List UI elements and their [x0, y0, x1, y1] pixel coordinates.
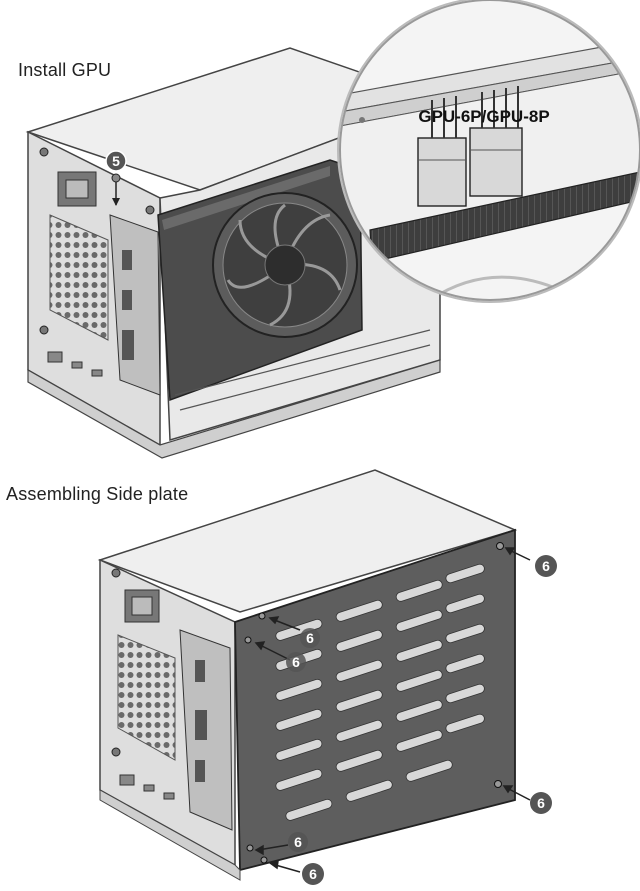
install-gpu-heading: Install GPU	[18, 60, 112, 80]
side-plate	[234, 528, 516, 872]
callout-6-top-right: 6	[535, 555, 557, 577]
gpu-fan	[212, 192, 358, 338]
callout-6-lower-left-b: 6	[302, 863, 324, 885]
svg-text:6: 6	[309, 866, 317, 882]
svg-text:6: 6	[542, 558, 550, 574]
callout-6-lower-left-a: 6	[288, 832, 308, 852]
callout-6-upper-left-b: 6	[286, 652, 306, 672]
callout-5: 5	[105, 150, 127, 172]
svg-text:6: 6	[537, 795, 545, 811]
callout-6-upper-left-a: 6	[300, 628, 320, 648]
power-connector	[417, 86, 523, 207]
assembling-side-plate-heading: Assembling Side plate	[6, 484, 189, 504]
svg-text:6: 6	[292, 654, 300, 670]
connector-label: GPU-6P/GPU-8P	[418, 107, 549, 126]
svg-text:6: 6	[306, 630, 314, 646]
svg-text:5: 5	[112, 153, 120, 169]
callout-6-bottom-right: 6	[530, 792, 552, 814]
svg-text:6: 6	[294, 834, 302, 850]
zoom-detail: GPU-6P/GPU-8P	[337, 0, 640, 303]
case-bottom-drawing	[97, 469, 531, 881]
callouts-6: 6 6 6 6 6 6	[286, 555, 557, 885]
